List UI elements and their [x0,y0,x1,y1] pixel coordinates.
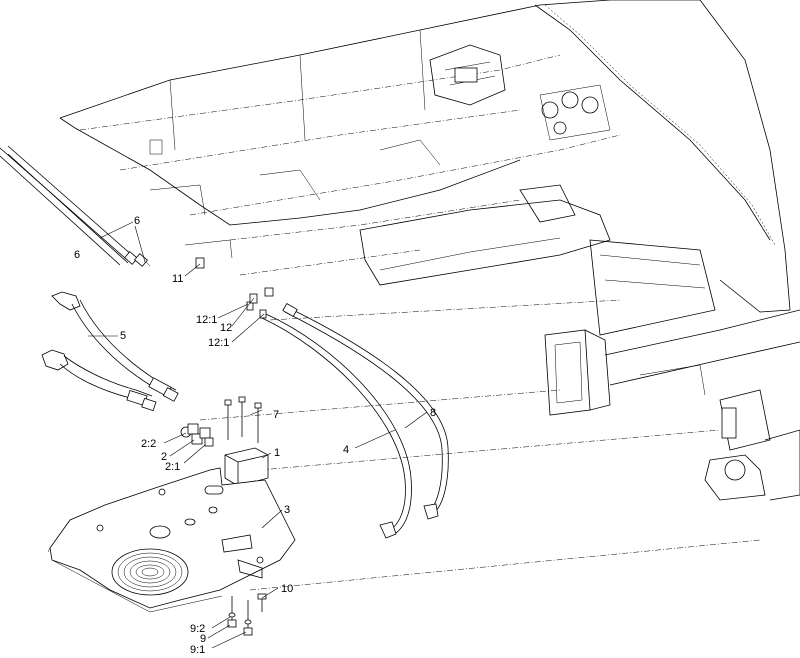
callout-7: 7 [273,409,279,421]
hose-4 [261,313,412,539]
callout-5: 5 [120,330,126,342]
callout-12-1-lower: 12:1 [208,337,229,349]
bolt-10 [257,593,267,612]
callout-12-1-upper: 12:1 [196,314,217,326]
fitting-12 [246,287,274,319]
callout-8: 8 [430,407,436,419]
nuts-9 [227,596,253,636]
hose-6 [0,145,151,267]
callout-6-upper: 6 [134,215,140,227]
plate-3 [47,467,296,613]
callout-2-2: 2:2 [141,438,156,450]
callout-2: 2 [161,451,167,463]
hose-5 [41,291,179,412]
callout-10: 10 [281,583,293,595]
callout-9-1: 9:1 [190,644,205,656]
callout-11: 11 [172,273,183,285]
leader-lines [88,221,428,649]
fittings-2 [180,423,214,447]
callout-12: 12 [220,322,232,334]
hose-8 [282,302,449,520]
callout-4: 4 [343,444,349,456]
bolts-7 [224,396,262,443]
callout-3: 3 [284,504,290,516]
callout-2-1: 2:1 [165,461,180,473]
block-1 [224,447,269,520]
callout-1: 1 [274,447,280,459]
callout-9-2: 9:2 [190,623,205,635]
callout-6-lower: 6 [74,249,80,261]
machine-frame [59,0,800,591]
fitting-11 [184,239,233,269]
callout-labels: 6 6 11 12:1 12 12:1 5 7 8 2:2 2 2:1 1 4 … [74,215,436,656]
callout-9: 9 [200,633,206,645]
